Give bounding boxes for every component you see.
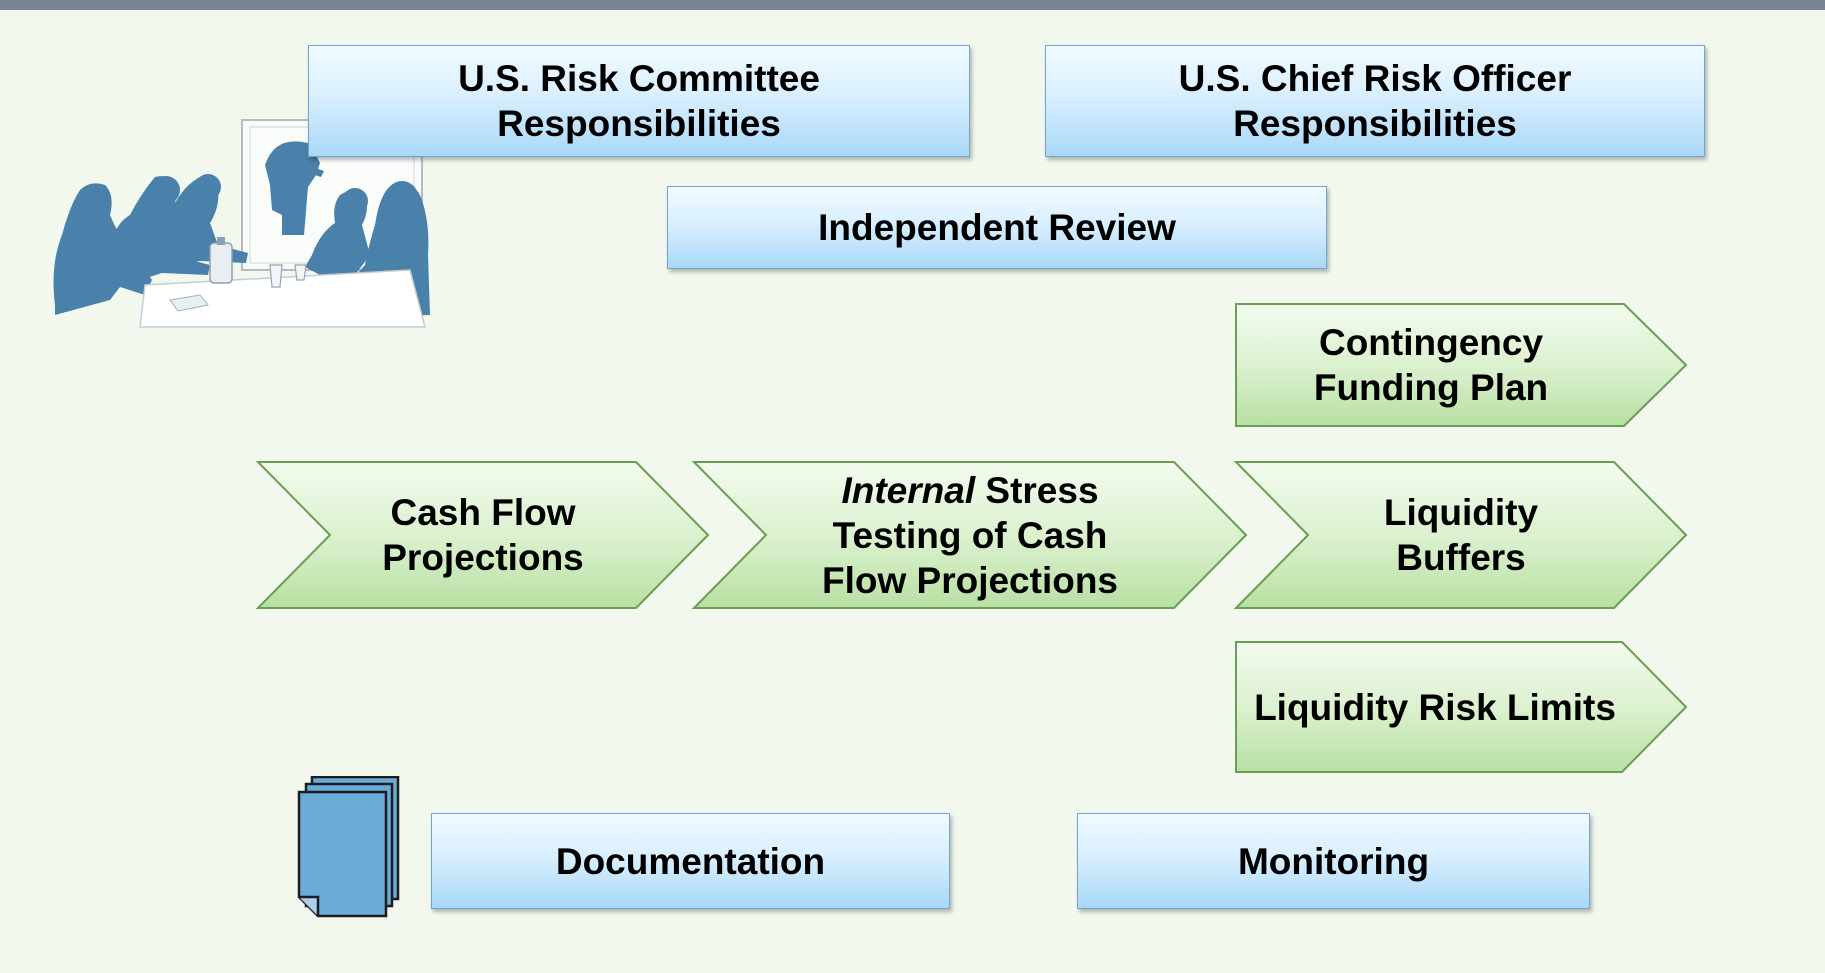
contingency-line2: Funding Plan [1313,367,1549,408]
chief-risk-officer-line1: U.S. Chief Risk Officer [1178,58,1572,99]
buffers-line1: Liquidity [1383,492,1539,533]
documentation-box: Documentation [431,813,950,909]
stress-testing-line3: Flow Projections [821,559,1119,601]
chief-risk-officer-line2: Responsibilities [1233,103,1517,144]
liquidity-risk-limits-label: Liquidity Risk Limits [1254,686,1616,728]
liquidity-risk-limits-arrow: Liquidity Risk Limits [1235,641,1688,773]
risk-committee-box: U.S. Risk Committee Responsibilities [308,45,970,157]
monitoring-label: Monitoring [1237,840,1430,882]
contingency-funding-plan-arrow: Contingency Funding Plan [1235,303,1688,427]
internal-italic-text: Internal [841,469,976,511]
stress-testing-line1: Internal Stress [841,468,1098,513]
document-stack-icon [296,775,406,921]
independent-review-box: Independent Review [667,186,1327,269]
cash-flow-projections-arrow: Cash Flow Projections [255,461,710,609]
risk-committee-line2: Responsibilities [497,103,781,144]
documentation-label: Documentation [555,840,826,882]
stress-text: Stress [975,469,1099,511]
cash-flow-line1: Cash Flow [390,492,576,533]
monitoring-box: Monitoring [1077,813,1590,909]
risk-committee-line1: U.S. Risk Committee [458,58,820,99]
contingency-line1: Contingency [1318,322,1544,363]
top-bar [0,0,1825,10]
liquidity-buffers-arrow: Liquidity Buffers [1233,461,1688,609]
stress-testing-line2: Testing of Cash [832,514,1108,556]
buffers-line2: Buffers [1396,537,1526,578]
independent-review-label: Independent Review [818,207,1176,248]
cash-flow-line2: Projections [382,537,584,578]
chief-risk-officer-box: U.S. Chief Risk Officer Responsibilities [1045,45,1705,157]
internal-stress-testing-arrow: Internal Stress Testing of Cash Flow Pro… [691,461,1248,609]
